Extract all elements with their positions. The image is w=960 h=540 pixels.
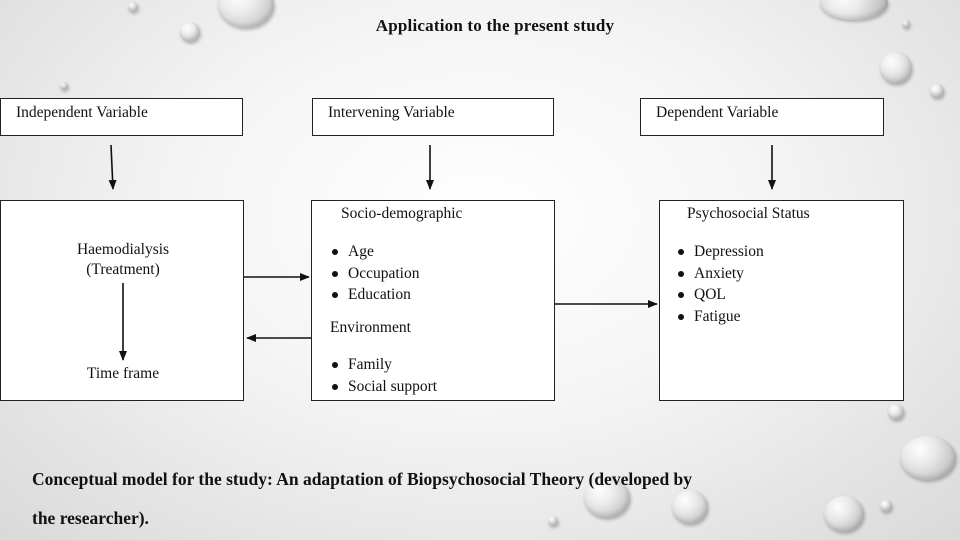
caption-line-2: the researcher). <box>32 499 960 538</box>
caption-line-1: Conceptual model for the study: An adapt… <box>32 460 960 499</box>
diagram-caption: Conceptual model for the study: An adapt… <box>32 460 960 538</box>
arrow-down-independent <box>111 145 113 189</box>
